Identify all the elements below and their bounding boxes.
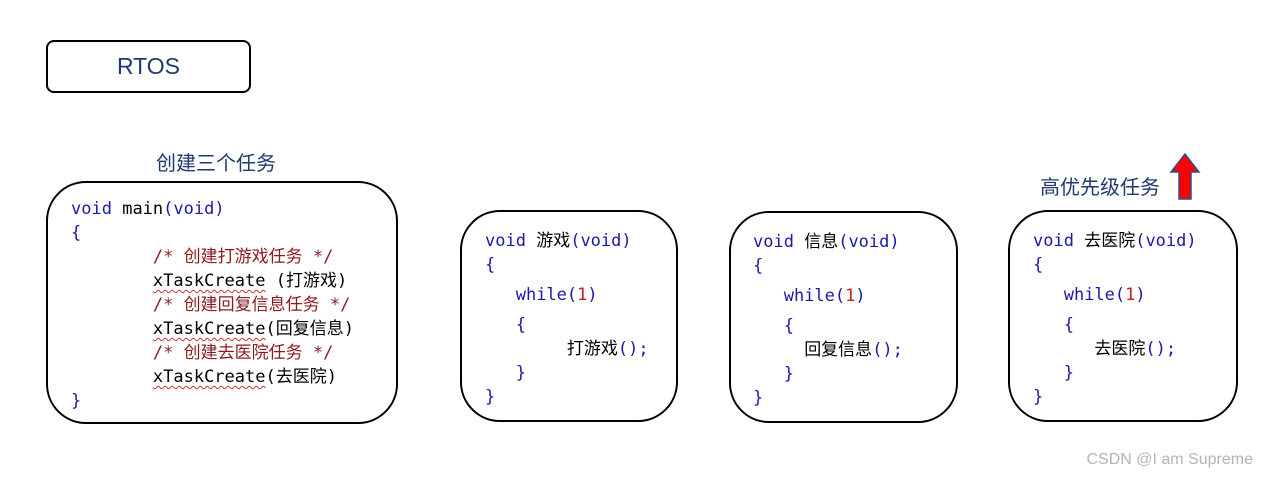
main-heading: 创建三个任务 <box>156 151 276 175</box>
params: (void) <box>163 199 225 219</box>
inner-close-brace: } <box>1063 363 1074 383</box>
inner-open-brace: { <box>783 316 794 336</box>
params: (void) <box>570 231 632 251</box>
comment-reply: /* 创建回复信息任务 */ <box>152 295 351 315</box>
task-box-game: void 游戏(void) { while(1) { 打游戏(); } } <box>460 210 678 422</box>
task-name: 信息 <box>804 232 839 252</box>
kw-while: while <box>783 286 835 306</box>
task-code: void 信息(void) { while(1) { 回复信息(); } } <box>753 230 903 410</box>
open-brace: { <box>71 223 82 243</box>
create-args: (回复信息) <box>265 319 354 339</box>
open-brace: { <box>1033 255 1044 275</box>
paren: ) <box>1135 285 1146 305</box>
open-brace: { <box>485 255 496 275</box>
task-name: 游戏 <box>536 231 571 251</box>
task-call: 去医院 <box>1094 339 1146 359</box>
params: (void) <box>838 232 900 252</box>
watermark: CSDN @I am Supreme <box>1086 451 1253 468</box>
call-suffix: (); <box>872 340 903 360</box>
close-brace: } <box>1033 387 1044 407</box>
task-box-hospital: void 去医院(void) { while(1) { 去医院(); } } <box>1008 210 1238 422</box>
paren: ( <box>834 286 846 306</box>
rtos-title-box: RTOS <box>46 40 251 93</box>
create-fn: xTaskCreate <box>152 319 266 339</box>
task-call: 打游戏 <box>566 339 618 359</box>
inner-open-brace: { <box>515 315 526 335</box>
kw-void: void <box>485 231 526 251</box>
main-function-box: void main(void) { /* 创建打游戏任务 */ xTaskCre… <box>46 181 398 424</box>
task-code: void 去医院(void) { while(1) { 去医院(); } } <box>1033 229 1197 409</box>
kw-while: while <box>515 285 567 305</box>
task-code: void 游戏(void) { while(1) { 打游戏(); } } <box>485 229 649 409</box>
comment-game: /* 创建打游戏任务 */ <box>152 247 334 267</box>
loop-number: 1 <box>577 285 588 305</box>
create-args: (去医院) <box>265 367 337 387</box>
open-brace: { <box>753 256 764 276</box>
close-brace: } <box>485 387 496 407</box>
paren: ( <box>1114 285 1126 305</box>
loop-number: 1 <box>845 286 856 306</box>
params: (void) <box>1135 231 1197 251</box>
comment-hospital: /* 创建去医院任务 */ <box>152 343 334 363</box>
kw-void: void <box>753 232 794 252</box>
task-name: 去医院 <box>1084 231 1136 251</box>
inner-open-brace: { <box>1063 315 1074 335</box>
call-suffix: (); <box>1145 339 1177 359</box>
kw-while: while <box>1063 285 1115 305</box>
loop-number: 1 <box>1125 285 1136 305</box>
function-name: main <box>122 199 164 219</box>
priority-heading: 高优先级任务 <box>1040 175 1160 199</box>
create-fn: xTaskCreate <box>152 271 266 291</box>
paren: ) <box>855 286 866 306</box>
kw-void: void <box>71 199 112 219</box>
up-arrow-icon <box>1169 153 1201 200</box>
call-suffix: (); <box>617 339 649 359</box>
main-function-code: void main(void) { /* 创建打游戏任务 */ xTaskCre… <box>71 197 354 413</box>
create-args: (打游戏) <box>265 271 348 291</box>
inner-close-brace: } <box>515 363 526 383</box>
task-box-reply: void 信息(void) { while(1) { 回复信息(); } } <box>729 211 958 423</box>
create-fn: xTaskCreate <box>152 367 266 387</box>
task-call: 回复信息 <box>804 340 873 360</box>
kw-void: void <box>1033 231 1074 251</box>
paren: ( <box>566 285 578 305</box>
rtos-title: RTOS <box>116 53 181 79</box>
close-brace: } <box>753 388 764 408</box>
inner-close-brace: } <box>783 364 794 384</box>
paren: ) <box>587 285 598 305</box>
close-brace: } <box>71 391 82 411</box>
